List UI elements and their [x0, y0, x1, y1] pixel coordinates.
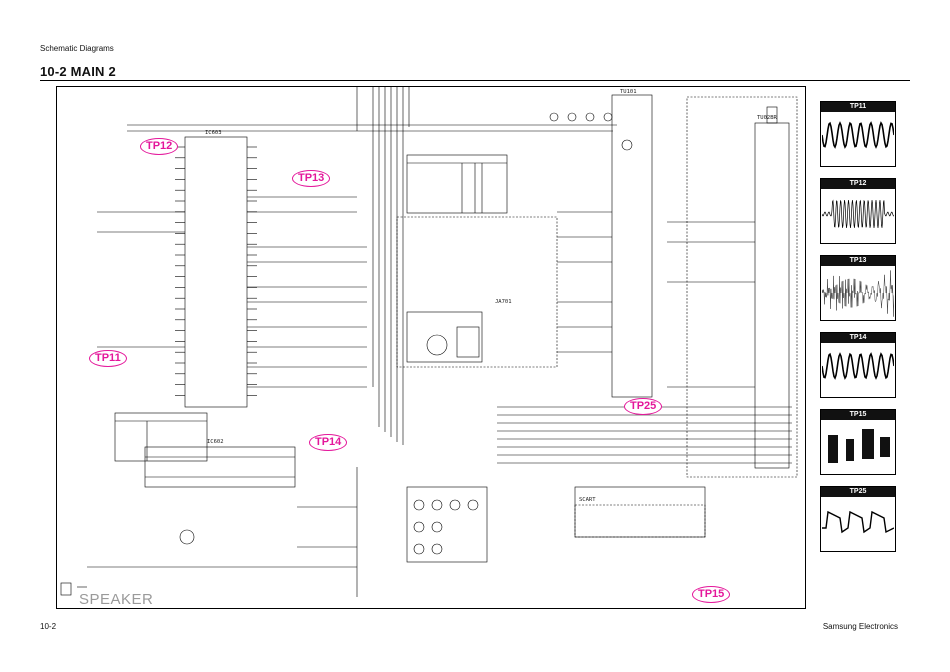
- ic602-label: IC602: [207, 439, 224, 445]
- waveform-tp13: TP13: [820, 255, 896, 321]
- waveform-trace-tp11: [822, 121, 894, 149]
- test-point-tp12: TP12: [140, 138, 179, 155]
- tuner2-body: [754, 122, 790, 469]
- ic603-body: [184, 136, 248, 408]
- waveform-label: TP25: [821, 487, 895, 497]
- section-header: Schematic Diagrams: [40, 44, 114, 53]
- schematic-drawing: IC603 IC602 TU101 TU02BR JA701 SCART: [60, 87, 798, 597]
- test-point-tp25: TP25: [624, 398, 663, 415]
- test-point-tp11: TP11: [89, 350, 127, 367]
- tu101-label: TU101: [620, 89, 637, 95]
- waveform-tp14: TP14: [820, 332, 896, 398]
- waveform-tp12: TP12: [820, 178, 896, 244]
- ic603-label: IC603: [205, 130, 222, 136]
- waveform-label: TP11: [821, 102, 895, 112]
- waveform-label: TP15: [821, 410, 895, 420]
- waveform-label: TP13: [821, 256, 895, 266]
- scart-label: SCART: [579, 497, 596, 503]
- ja701-label: JA701: [495, 299, 512, 305]
- tu02br-label: TU02BR: [757, 115, 778, 121]
- test-point-tp15: TP15: [692, 586, 731, 603]
- tuner-block: [611, 94, 653, 398]
- waveform-trace-tp12: [822, 199, 894, 229]
- waveform-tp25: TP25: [820, 486, 896, 552]
- waveform-trace-tp15: [828, 429, 890, 463]
- schematic-frame: IC603 IC602 TU101 TU02BR JA701 SCART TP1…: [56, 86, 806, 609]
- brand-footer: Samsung Electronics: [822, 622, 898, 631]
- page-number: 10-2: [40, 622, 57, 631]
- waveform-trace-tp14: [822, 352, 894, 380]
- waveform-panel: TP11 TP12 TP13 TP14 TP15 TP25: [820, 101, 896, 563]
- page-title: 10-2 MAIN 2: [40, 64, 116, 79]
- test-point-tp14: TP14: [309, 434, 348, 451]
- waveform-tp15: TP15: [820, 409, 896, 475]
- waveform-tp11: TP11: [820, 101, 896, 167]
- waveform-label: TP12: [821, 179, 895, 189]
- waveform-label: TP14: [821, 333, 895, 343]
- speaker-label: SPEAKER: [79, 591, 154, 608]
- waveform-trace-tp13: [822, 270, 894, 317]
- test-point-tp13: TP13: [292, 170, 331, 187]
- waveform-trace-tp25: [822, 510, 894, 534]
- title-rule: [40, 80, 910, 81]
- tuner-option-box: [686, 96, 798, 478]
